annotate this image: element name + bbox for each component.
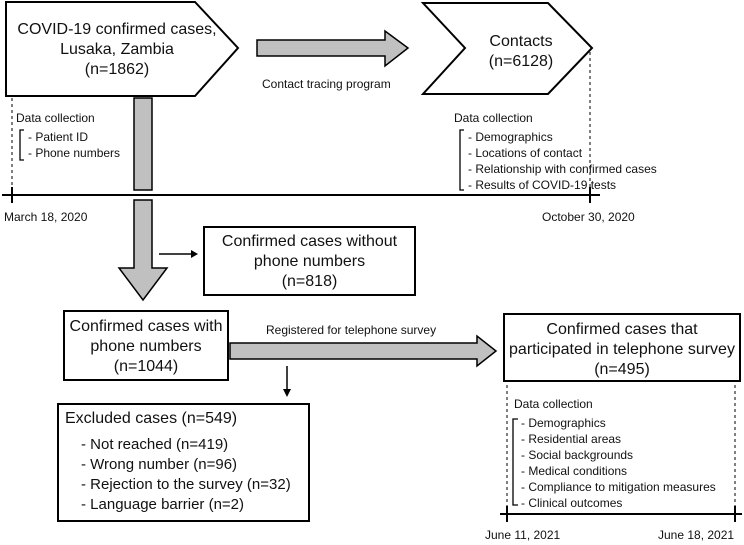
confirmed-cases-node-text: COVID-19 confirmed cases, Lusaka, Zambia… [6,20,228,80]
list-item: - Compliance to mitigation measures [521,480,716,494]
list-item: - Social backgrounds [521,448,634,462]
registered-label: Registered for telephone survey [266,323,437,337]
confirmed-cases-count: (n=1862) [84,61,150,78]
confirmed-cases-line2: Lusaka, Zambia [60,41,174,58]
excluded-heading: Excluded cases (n=549) [65,410,238,427]
excluded-list: - Not reached (n=419) - Wrong number (n=… [81,435,291,515]
with-phone-count: (n=1044) [113,358,179,375]
list-item: - Demographics [521,416,606,430]
contacts-count: (n=6128) [488,53,554,70]
participated-count: (n=495) [594,361,650,378]
right-list-bracket [459,129,464,191]
list-item: - Medical conditions [521,464,628,478]
list-item: - Patient ID [28,130,89,144]
excluded-box: Excluded cases (n=549) - Not reached (n=… [57,403,310,522]
timeline-1-start-date: March 18, 2020 [4,210,88,224]
contact-tracing-label: Contact tracing program [262,77,391,91]
list-item: - Results of COVID-19 tests [468,178,617,192]
list-item: - Language barrier (n=2) [81,496,245,513]
participated-box: Confirmed cases that participated in tel… [503,313,741,382]
list-item: - Not reached (n=419) [81,436,229,453]
list-item: - Locations of contact [468,146,583,160]
no-phone-count: (n=818) [281,273,338,290]
survey-list-bracket [512,418,518,506]
contacts-node-shape [420,2,594,95]
left-data-collection-heading: Data collection [16,111,95,125]
no-phone-line1: Confirmed cases without [221,233,398,250]
right-data-collection-list: - Demographics - Locations of contact - … [468,129,657,193]
contact-tracing-arrow [256,29,410,68]
timeline-2-end-date: June 18, 2021 [658,528,735,542]
with-phone-line1: Confirmed cases with [69,318,223,335]
vertical-arrow-lower [117,199,169,302]
with-phone-box: Confirmed cases with phone numbers (n=10… [63,310,229,381]
list-item: - Phone numbers [28,146,121,160]
list-item: - Relationship with confirmed cases [468,162,657,176]
left-data-collection-list: - Patient ID - Phone numbers [28,129,120,161]
vertical-arrow-upper [133,97,153,191]
survey-data-collection-heading: Data collection [514,397,593,411]
timeline-1-end-date: October 30, 2020 [542,210,635,224]
left-list-bracket [19,129,24,161]
no-phone-arrow-head [191,250,198,258]
list-item: - Residential areas [521,432,622,446]
list-item: - Wrong number (n=96) [81,456,238,473]
timeline-2-start-date: June 11, 2021 [485,528,561,542]
no-phone-box: Confirmed cases without phone numbers (n… [203,226,416,296]
confirmed-cases-line1: COVID-19 confirmed cases, [17,21,217,38]
contacts-line1: Contacts [489,33,553,50]
list-item: - Clinical outcomes [521,496,623,510]
no-phone-line2: phone numbers [253,253,366,270]
list-item: - Demographics [468,130,553,144]
registered-arrow [229,334,498,368]
participated-line2: participated in telephone survey [509,341,735,358]
right-data-collection-heading: Data collection [454,111,533,125]
list-item: - Rejection to the survey (n=32) [81,476,291,493]
with-phone-line2: phone numbers [90,338,202,355]
excluded-arrow-head [283,389,291,397]
survey-data-collection-list: - Demographics - Residential areas - Soc… [521,415,716,511]
participated-line1: Confirmed cases that [546,321,698,338]
confirmed-cases-node-shape [5,1,240,97]
contacts-node-text: Contacts (n=6128) [466,32,576,72]
